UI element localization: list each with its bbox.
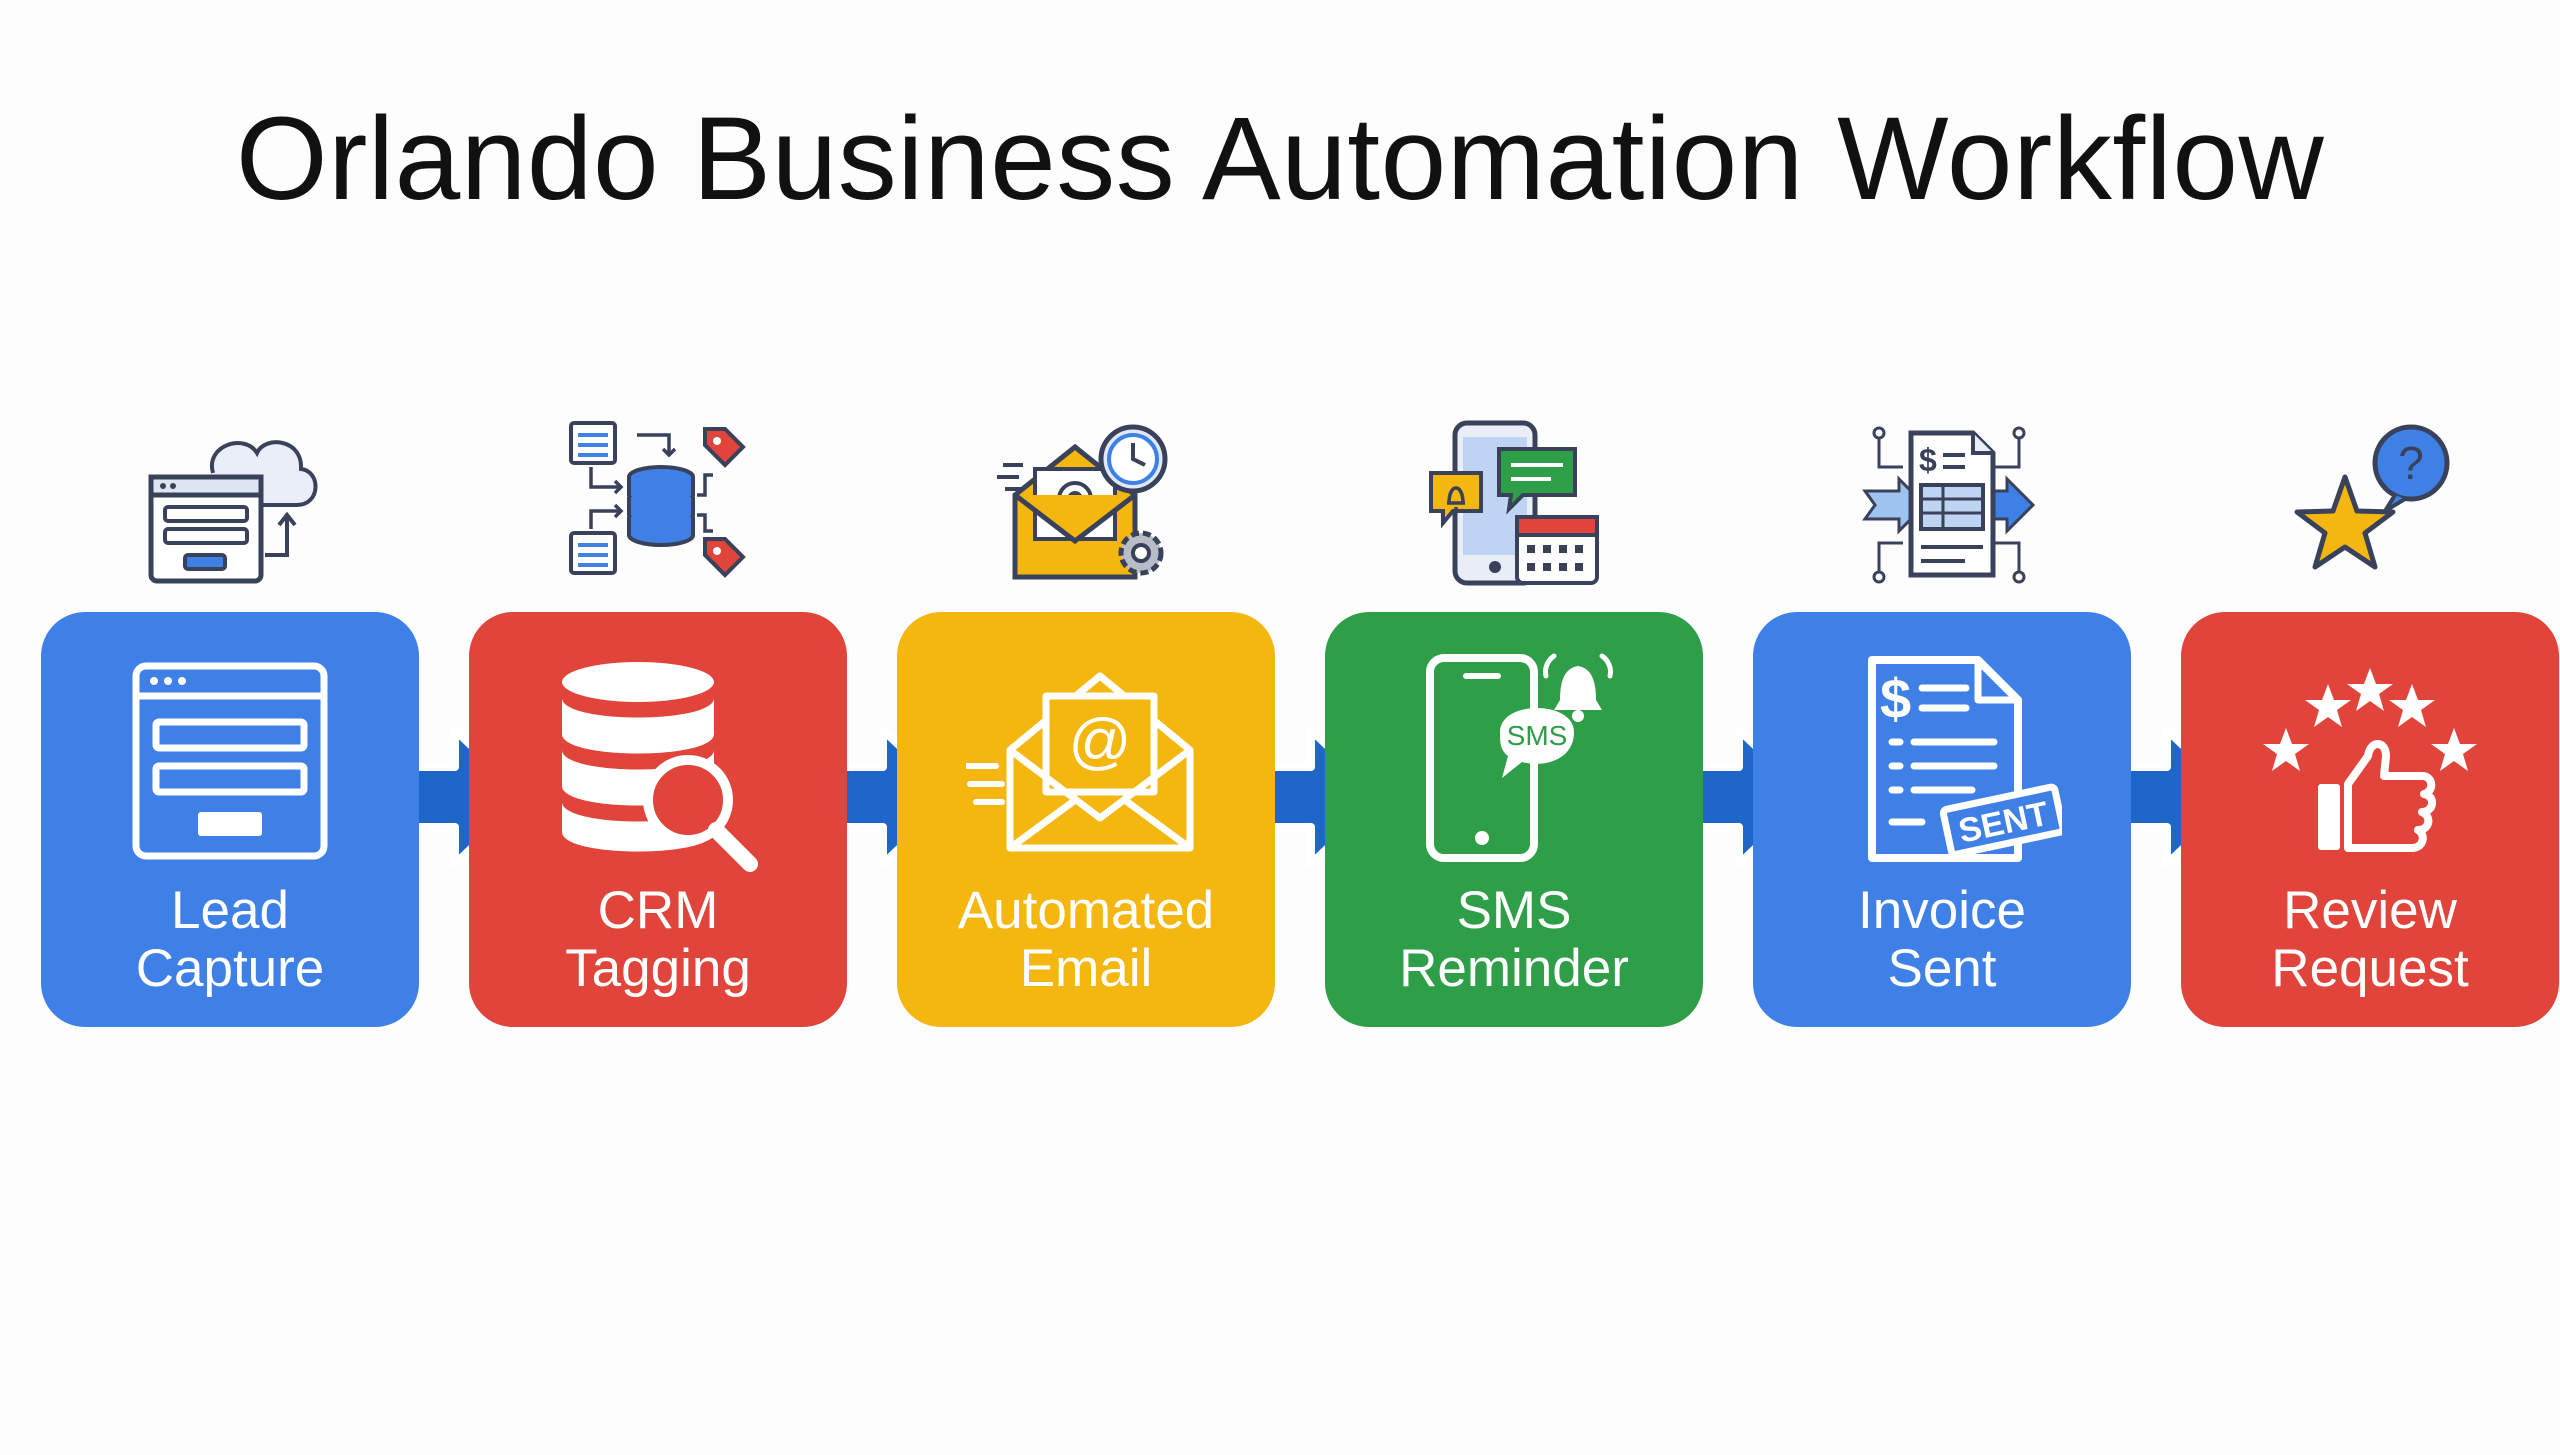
- step-label-line1: CRM: [597, 881, 719, 940]
- step-card-review-request: Review Request: [2181, 612, 2559, 1027]
- step-card-invoice-sent: $ SENT Invoice Sent: [1753, 612, 2131, 1027]
- star-question-icon: ?: [2294, 424, 2450, 570]
- step-label: Review Request: [2181, 882, 2559, 998]
- database-tags-icon: [569, 421, 746, 578]
- email-at-icon: @: [966, 672, 1194, 852]
- rating-stars: [2263, 668, 2477, 771]
- page-title: Orlando Business Automation Workflow: [235, 93, 2325, 225]
- step-card-automated-email: @ Automated Email: [897, 612, 1275, 1027]
- cloud-form-upload-icon: [148, 440, 318, 584]
- step-label-line1: Invoice: [1858, 881, 2026, 940]
- step-label-line1: SMS: [1456, 881, 1572, 940]
- step-label-line2: Capture: [135, 939, 325, 998]
- sms-bubble-text: SMS: [1507, 720, 1568, 751]
- phone-chat-calendar-icon: [1429, 420, 1599, 586]
- invoice-card-dollar-sign: $: [1880, 667, 1911, 730]
- step-card-crm-tagging: CRM Tagging: [469, 612, 847, 1027]
- step-label: Automated Email: [897, 882, 1275, 998]
- step-label: Lead Capture: [41, 882, 419, 998]
- step-label-line1: Automated: [957, 881, 1215, 940]
- step-card-lead-capture: Lead Capture: [41, 612, 419, 1027]
- invoice-sent-stamp-icon: $ SENT: [1868, 656, 2062, 862]
- step-label-line2: Reminder: [1399, 939, 1629, 998]
- step-label: SMS Reminder: [1325, 882, 1703, 998]
- email-clock-gear-icon: [997, 424, 1168, 580]
- step-label-line1: Lead: [171, 881, 289, 940]
- database-search-icon: [562, 662, 758, 872]
- step-label-line2: Request: [2271, 939, 2469, 998]
- step-label-line2: Sent: [1887, 939, 1997, 998]
- web-form-icon: [132, 662, 328, 860]
- question-mark-text: ?: [2398, 437, 2424, 489]
- step-label-line2: Email: [1019, 939, 1153, 998]
- svg-text:@: @: [1069, 707, 1132, 776]
- invoice-circuit-icon: $: [1862, 426, 2036, 584]
- step-label: CRM Tagging: [469, 882, 847, 998]
- invoice-dollar-sign: $: [1919, 442, 1937, 478]
- step-label: Invoice Sent: [1753, 882, 2131, 998]
- stars-thumbs-up-icon: [2263, 668, 2477, 852]
- step-label-line1: Review: [2283, 881, 2457, 940]
- phone-sms-bell-icon: SMS: [1426, 653, 1613, 862]
- step-card-sms-reminder: SMS SMS Reminder: [1325, 612, 1703, 1027]
- step-label-line2: Tagging: [565, 939, 751, 998]
